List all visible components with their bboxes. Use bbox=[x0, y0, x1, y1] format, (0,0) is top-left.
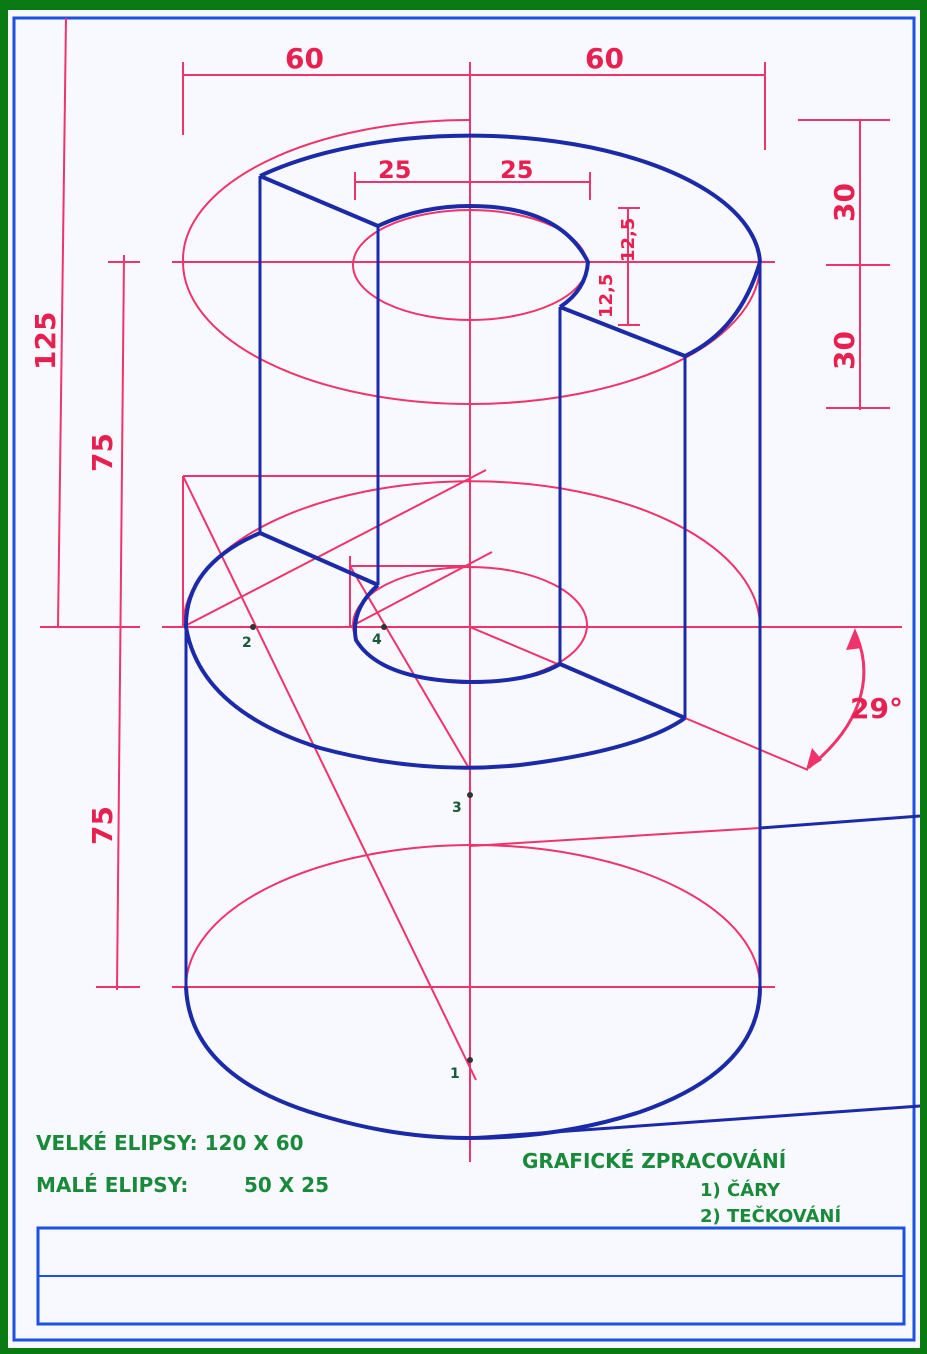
diagonal-to-point-1 bbox=[182, 475, 477, 1081]
dim-top-left: 60 bbox=[285, 42, 324, 75]
point-label-4: 4 bbox=[372, 632, 382, 648]
sheet-frame bbox=[12, 16, 916, 1342]
dim-top-right: 60 bbox=[585, 42, 624, 75]
construction-points: 1 2 3 4 bbox=[242, 624, 473, 1082]
dim-inner-right: 25 bbox=[500, 156, 533, 184]
note-large-ellipses: VELKÉ ELIPSY: 120 X 60 bbox=[36, 1131, 304, 1155]
bottom-tangent-line bbox=[469, 827, 761, 847]
dim-inner-left: 25 bbox=[378, 156, 411, 184]
middle-outer-ellipse-back bbox=[182, 480, 761, 628]
note-processing-item-2: 2) TEČKOVÁNÍ bbox=[700, 1205, 841, 1227]
bottom-ellipse-back bbox=[185, 844, 761, 988]
dim-inner-half-lower: 12,5 bbox=[596, 274, 617, 318]
point-label-2: 2 bbox=[242, 635, 252, 651]
note-small-ellipses-value: 50 X 25 bbox=[244, 1173, 329, 1197]
dim-upper-height: 75 bbox=[86, 433, 119, 472]
dim-angle: 29° bbox=[850, 692, 903, 725]
top-outer-visible-arc bbox=[259, 133, 762, 263]
construction-geometry bbox=[40, 17, 902, 1162]
point-label-3: 3 bbox=[452, 800, 462, 816]
note-processing-title: GRAFICKÉ ZPRACOVÁNÍ bbox=[522, 1149, 786, 1173]
object-outline bbox=[183, 133, 920, 1141]
dim-total-height: 125 bbox=[29, 312, 62, 370]
diagonal-to-point-3 bbox=[349, 565, 471, 771]
dimension-labels: 60 60 25 25 12,5 12,5 30 30 125 75 75 29… bbox=[29, 42, 903, 845]
note-small-ellipses-label: MALÉ ELIPSY: bbox=[36, 1173, 188, 1197]
note-processing-item-1: 1) ČÁRY bbox=[700, 1179, 781, 1201]
technical-drawing: 1 2 3 4 60 60 25 25 12,5 12,5 30 30 125 … bbox=[12, 16, 920, 1342]
dim-lower-height: 75 bbox=[86, 806, 119, 845]
point-label-1: 1 bbox=[450, 1066, 460, 1082]
top-outer-ellipse-back bbox=[181, 119, 471, 263]
top-outer-ellipse-front bbox=[182, 261, 762, 406]
dim-inner-half-upper: 12,5 bbox=[618, 218, 639, 262]
drawing-notes: VELKÉ ELIPSY: 120 X 60 MALÉ ELIPSY: 50 X… bbox=[36, 1131, 841, 1227]
drawing-sheet: 1 2 3 4 60 60 25 25 12,5 12,5 30 30 125 … bbox=[8, 10, 920, 1348]
dim-right-lower: 30 bbox=[828, 331, 861, 370]
dim-right-upper: 30 bbox=[828, 183, 861, 222]
